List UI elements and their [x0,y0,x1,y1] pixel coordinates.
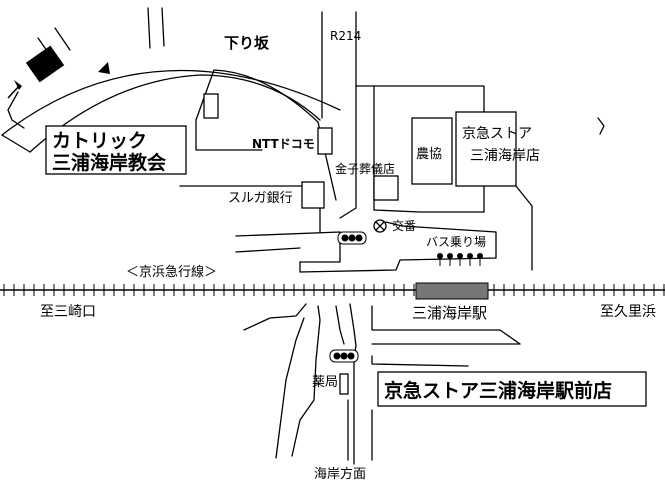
bus-stop-label: バス乗り場 [426,235,486,249]
ntt-block-outline [195,69,337,201]
station-label: 三浦海岸駅 [412,304,487,322]
arrow-icon [7,80,22,99]
east-destination: 至久里浜 [600,304,656,320]
railway-line [0,284,665,296]
ntt-label: NTTドコモ [252,137,315,151]
station-platform [415,282,489,300]
arrow-icon [98,62,110,74]
suruga-label: スルガ銀行 [228,191,293,206]
funeral-home-label: 金子葬儀店 [335,161,395,176]
funeral-home-building [373,175,399,201]
target-store-box [377,371,647,407]
police-box-icon [373,219,387,233]
beach-direction-label: 海岸方面 [314,466,366,482]
keikyu-store-label-line1: 京急ストア [462,126,532,142]
slope-label: 下り坂 [224,34,270,52]
pharmacy-label: 薬局 [312,375,338,390]
small-building [203,93,219,119]
route-label: R214 [330,29,361,43]
ntt-building [317,127,333,155]
railway-label: ＜京浜急行線＞ [126,264,217,280]
target-store-label: 京急ストア三浦海岸駅前店 [384,379,612,402]
church-label-line2: 三浦海岸教会 [52,151,166,174]
church-building [25,45,65,83]
suruga-bank-building [301,181,325,209]
pharmacy-building [339,373,349,395]
police-box-label: 交番 [392,218,416,233]
nokyo-label: 農協 [416,147,442,162]
keikyu-store-building [455,111,517,187]
church-label-line1: カトリック [52,130,147,152]
nokyo-building [411,117,453,185]
south-roads [243,303,521,465]
keikyu-store-label-line2: 三浦海岸店 [470,148,540,164]
traffic-light-icon [337,231,367,245]
west-destination: 至三崎口 [40,304,96,320]
church-label-box [45,125,187,175]
bus-stop-icon [437,253,483,266]
traffic-light-icon [329,349,359,363]
